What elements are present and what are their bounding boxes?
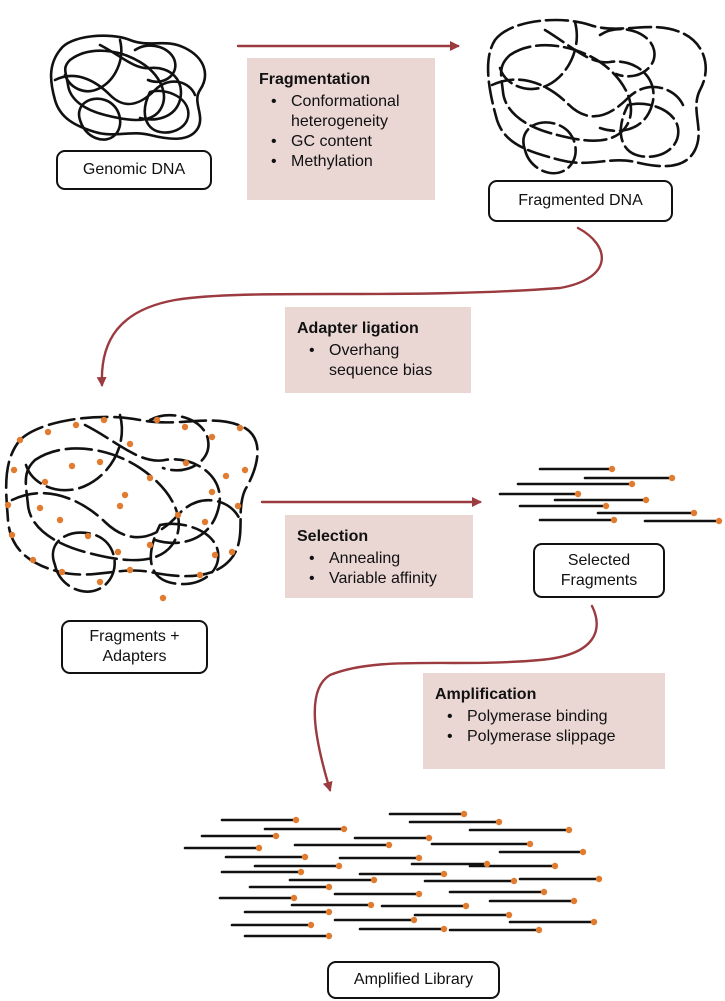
selected-fragments: [498, 467, 721, 523]
fragmentation-box: Fragmentation Conformational heterogenei…: [247, 58, 435, 200]
fragmentation-list: Conformational heterogeneity GC content …: [259, 92, 423, 172]
fragments-adapters-label: Fragments + Adapters: [61, 620, 208, 674]
genomic-dna-tangle: [49, 34, 207, 141]
amplified-library-label: Amplified Library: [327, 961, 500, 999]
bias-item: Methylation: [271, 152, 423, 172]
amplified-library-text: Amplified Library: [353, 971, 474, 988]
adapter-ligation-title: Adapter ligation: [297, 320, 419, 337]
amplified-library: [183, 812, 601, 938]
adapter-fragments: [4, 413, 259, 602]
selected-fragment-adapters: [574, 465, 723, 525]
fragmented-dna-text: Fragmented DNA: [518, 192, 643, 209]
arrow-amplification: [313, 604, 598, 792]
adapter-ligation-list: Overhang sequence bias: [297, 341, 459, 381]
selection-list: Annealing Variable affinity: [297, 549, 461, 589]
fragmentation-title: Fragmentation: [259, 71, 371, 88]
arrow-adapter-ligation: [96, 226, 603, 387]
bias-item: Variable affinity: [309, 569, 461, 589]
selected-fragments-text: Selected Fragments: [560, 551, 638, 589]
fragmented-dna: [486, 18, 708, 175]
genomic-dna-text: Genomic DNA: [82, 161, 186, 178]
amplification-list: Polymerase binding Polymerase slippage: [435, 707, 653, 747]
amplified-library-adapters: [255, 810, 603, 940]
bias-item: Conformational heterogeneity: [271, 92, 423, 132]
selected-fragments-label: Selected Fragments: [533, 543, 665, 598]
selection-box: Selection Annealing Variable affinity: [285, 515, 473, 598]
fragmented-dna-label: Fragmented DNA: [488, 180, 673, 222]
bias-item: Overhang sequence bias: [309, 341, 439, 381]
bias-item: GC content: [271, 132, 423, 152]
fragments-adapters-text: Fragments + Adapters: [89, 628, 180, 665]
selection-title: Selection: [297, 528, 369, 545]
bias-item: Polymerase slippage: [447, 727, 653, 747]
bias-item: Polymerase binding: [447, 707, 653, 727]
amplification-title: Amplification: [435, 686, 537, 703]
adapter-ligation-box: Adapter ligation Overhang sequence bias: [285, 307, 471, 393]
amplification-box: Amplification Polymerase binding Polymer…: [423, 673, 665, 769]
bias-item: Annealing: [309, 549, 461, 569]
genomic-dna-label: Genomic DNA: [56, 150, 212, 190]
